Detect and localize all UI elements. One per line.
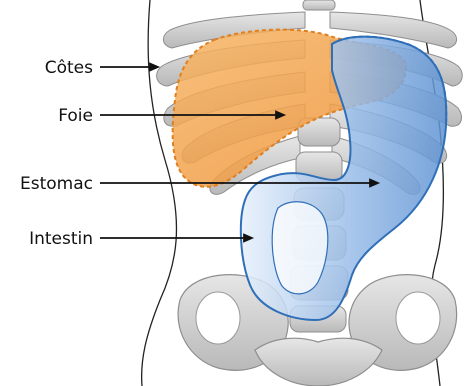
stomach-inner-fold bbox=[272, 202, 328, 294]
label-intestine: Intestin bbox=[29, 229, 93, 249]
label-ribs: Côtes bbox=[45, 58, 93, 78]
label-liver: Foie bbox=[58, 106, 93, 126]
label-stomach: Estomac bbox=[20, 174, 93, 194]
